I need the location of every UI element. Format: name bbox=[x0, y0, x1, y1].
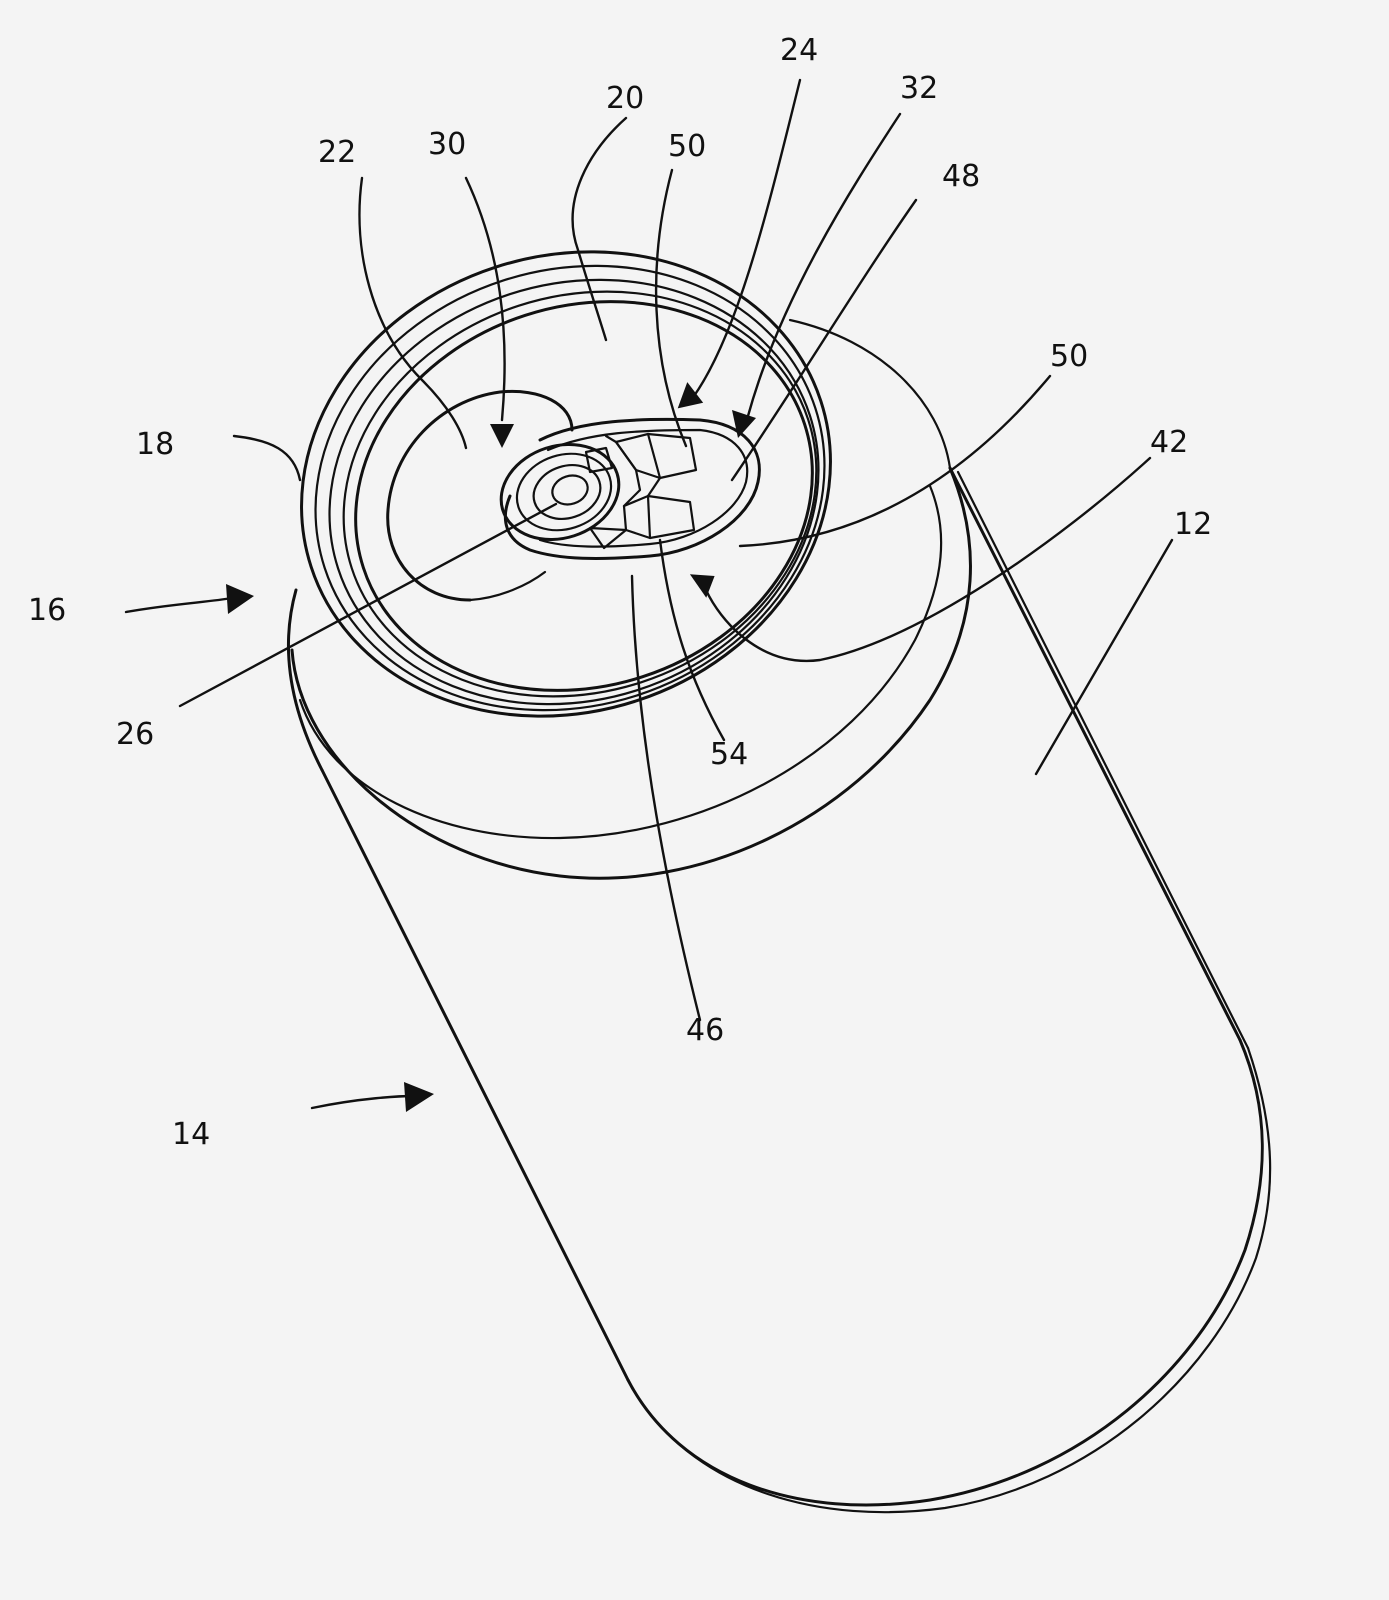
label-30: 30 bbox=[428, 127, 466, 162]
vent-flaps bbox=[584, 432, 698, 550]
leader-42 bbox=[704, 456, 1152, 663]
label-42: 42 bbox=[1150, 425, 1188, 460]
reference-numerals: 12 14 16 18 20 22 24 26 30 32 42 46 48 5… bbox=[28, 33, 1212, 1152]
label-26: 26 bbox=[116, 717, 154, 752]
leader-50-top bbox=[654, 168, 688, 448]
leader-16 bbox=[124, 596, 234, 614]
arrowhead-30 bbox=[490, 424, 514, 448]
arrowhead-42 bbox=[689, 574, 715, 598]
leader-20 bbox=[571, 116, 628, 342]
label-54: 54 bbox=[710, 737, 748, 772]
leader-54 bbox=[658, 538, 726, 742]
label-24: 24 bbox=[780, 33, 818, 68]
label-32: 32 bbox=[900, 71, 938, 106]
label-48: 48 bbox=[942, 159, 980, 194]
leader-22 bbox=[358, 176, 468, 450]
leader-50-right bbox=[738, 374, 1052, 548]
leader-46 bbox=[630, 574, 702, 1022]
can-body bbox=[320, 466, 1272, 1514]
leader-30 bbox=[464, 176, 506, 422]
label-18: 18 bbox=[136, 427, 174, 462]
leader-26 bbox=[178, 502, 558, 708]
leader-48 bbox=[730, 198, 918, 482]
arrowhead-16 bbox=[226, 584, 254, 614]
rivet bbox=[499, 442, 621, 542]
label-46: 46 bbox=[686, 1013, 724, 1048]
can-shoulder bbox=[287, 318, 972, 880]
leader-32 bbox=[746, 112, 902, 418]
leader-12 bbox=[1034, 538, 1174, 776]
arrowhead-32 bbox=[732, 410, 756, 438]
arrowhead-14 bbox=[404, 1082, 434, 1112]
label-16: 16 bbox=[28, 593, 66, 628]
leader-14 bbox=[310, 1094, 416, 1110]
label-20: 20 bbox=[606, 81, 644, 116]
leader-lines bbox=[124, 78, 1174, 1112]
label-50-right: 50 bbox=[1050, 339, 1088, 374]
label-22: 22 bbox=[318, 135, 356, 170]
leader-24 bbox=[692, 78, 802, 398]
label-14: 14 bbox=[172, 1117, 210, 1152]
can-end-rings bbox=[300, 250, 832, 718]
leader-18 bbox=[232, 434, 302, 482]
pull-tab bbox=[386, 389, 574, 602]
label-12: 12 bbox=[1174, 507, 1212, 542]
opening-panel bbox=[503, 417, 761, 560]
arrowhead-24 bbox=[677, 382, 704, 409]
label-50-top: 50 bbox=[668, 129, 706, 164]
